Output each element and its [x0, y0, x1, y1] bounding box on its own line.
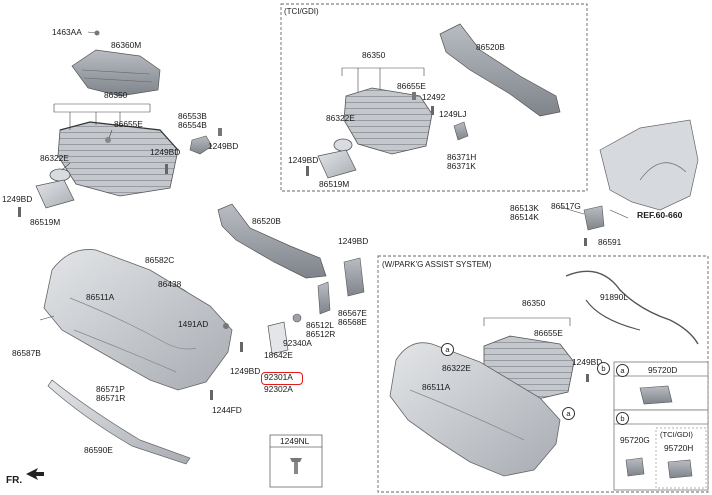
label-86512l: 86512L [306, 320, 334, 330]
label-86350-main: 86350 [104, 90, 128, 100]
label-86438: 86438 [158, 279, 182, 289]
part-86517g-bracket [583, 205, 605, 231]
part-86553b-bracket [189, 135, 213, 155]
label-86514k: 86514K [510, 212, 539, 222]
part-86360m-bracket [71, 49, 161, 97]
label-86554b: 86554B [178, 120, 207, 130]
part-86519m-tci-plate [317, 149, 357, 179]
part-86512l-bracket [317, 281, 331, 315]
callout-a-grille: a [441, 343, 454, 356]
legend-b-cell [613, 409, 709, 491]
label-86587b: 86587B [12, 348, 41, 358]
part-86520b-beam [217, 203, 327, 279]
label-1244fd: 1244FD [212, 405, 242, 415]
part-91890l-wiring [565, 270, 699, 345]
label-1249bd-c: 1249BD [2, 194, 33, 204]
label-86655e-pa: 86655E [534, 328, 563, 338]
label-tci-gdi-small: (TCI/GDI) [660, 430, 693, 439]
label-92340a: 92340A [283, 338, 312, 348]
label-95720d: 95720D [648, 365, 678, 375]
label-86571p: 86571P [96, 384, 125, 394]
label-86567e: 86567E [338, 308, 367, 318]
part-86350-tci-grille [343, 87, 433, 155]
label-86591: 86591 [598, 237, 622, 247]
label-1249bd-d: 1249BD [338, 236, 369, 246]
label-86571r: 86571R [96, 393, 126, 403]
part-86567e-bracket [343, 257, 365, 297]
label-1249nl: 1249NL [280, 436, 310, 446]
callout-b-grille: b [597, 362, 610, 375]
label-86512r: 86512R [306, 329, 336, 339]
label-86322e-main: 86322E [40, 153, 69, 163]
section-label-parking-assist: (W/PARK'G ASSIST SYSTEM) [382, 260, 492, 269]
label-86350-tci: 86350 [362, 50, 386, 60]
label-1491ad: 1491AD [178, 319, 209, 329]
part-86350-grille [57, 121, 179, 197]
label-1249bd-e: 1249BD [230, 366, 261, 376]
label-86655e-tci: 86655E [397, 81, 426, 91]
section-label-tci-gdi: (TCI/GDI) [284, 7, 319, 16]
label-86582c: 86582C [145, 255, 175, 265]
label-91890l: 91890L [600, 292, 628, 302]
label-86590e: 86590E [84, 445, 113, 455]
part-86519m-plate [35, 179, 75, 209]
part-86322e-emblem [49, 168, 71, 182]
label-95720h: 95720H [664, 443, 694, 453]
label-92301a[interactable]: 92301A [264, 372, 293, 382]
label-1463aa: 1463AA [52, 27, 82, 37]
highlight-92301a[interactable] [261, 372, 303, 385]
part-86590e-strip [47, 379, 191, 465]
label-ref-60-660: REF.60-660 [637, 210, 683, 220]
label-86520b-main: 86520B [252, 216, 281, 226]
sensor-95720d [639, 385, 673, 405]
part-86511a-pa-bumper [389, 342, 561, 477]
label-1249bd-tci: 1249BD [288, 155, 319, 165]
label-86520b-tci: 86520B [476, 42, 505, 52]
tci-gdi-section-box [280, 3, 588, 192]
label-86553b: 86553B [178, 111, 207, 121]
label-18642e: 18642E [264, 350, 293, 360]
fender-ref [599, 119, 699, 211]
label-86322e-pa: 86322E [442, 363, 471, 373]
label-12492: 12492 [422, 92, 446, 102]
label-86360m: 86360M [111, 40, 142, 50]
label-1249bd-a: 1249BD [208, 141, 239, 151]
label-86655e-main: 86655E [114, 119, 143, 129]
callout-a-legend: a [616, 364, 629, 377]
label-fr-direction: FR. [6, 475, 23, 486]
label-95720g: 95720G [620, 435, 650, 445]
label-92302a: 92302A [264, 384, 293, 394]
label-86350-pa: 86350 [522, 298, 546, 308]
label-86511a-main: 86511A [86, 292, 115, 302]
label-1249bd-b: 1249BD [150, 147, 181, 157]
part-92301a-fog-lamp [267, 321, 289, 355]
part-86520b-tci-beam [439, 23, 561, 117]
part-86511a-bumper-cover [43, 249, 233, 391]
label-86511a-pa: 86511A [422, 382, 451, 392]
label-86517g: 86517G [551, 201, 581, 211]
label-86568e: 86568E [338, 317, 367, 327]
callout-b-legend: b [616, 412, 629, 425]
label-86322e-tci: 86322E [326, 113, 355, 123]
label-86371h: 86371H [447, 152, 477, 162]
label-86519m-main: 86519M [30, 217, 61, 227]
label-1249bd-pa: 1249BD [572, 357, 603, 367]
label-86519m-tci: 86519M [319, 179, 350, 189]
label-86513k: 86513K [510, 203, 539, 213]
label-1249lj: 1249LJ [439, 109, 467, 119]
callout-a-bumper: a [562, 407, 575, 420]
fr-arrow-icon [26, 468, 44, 480]
label-86371k: 86371K [447, 161, 476, 171]
